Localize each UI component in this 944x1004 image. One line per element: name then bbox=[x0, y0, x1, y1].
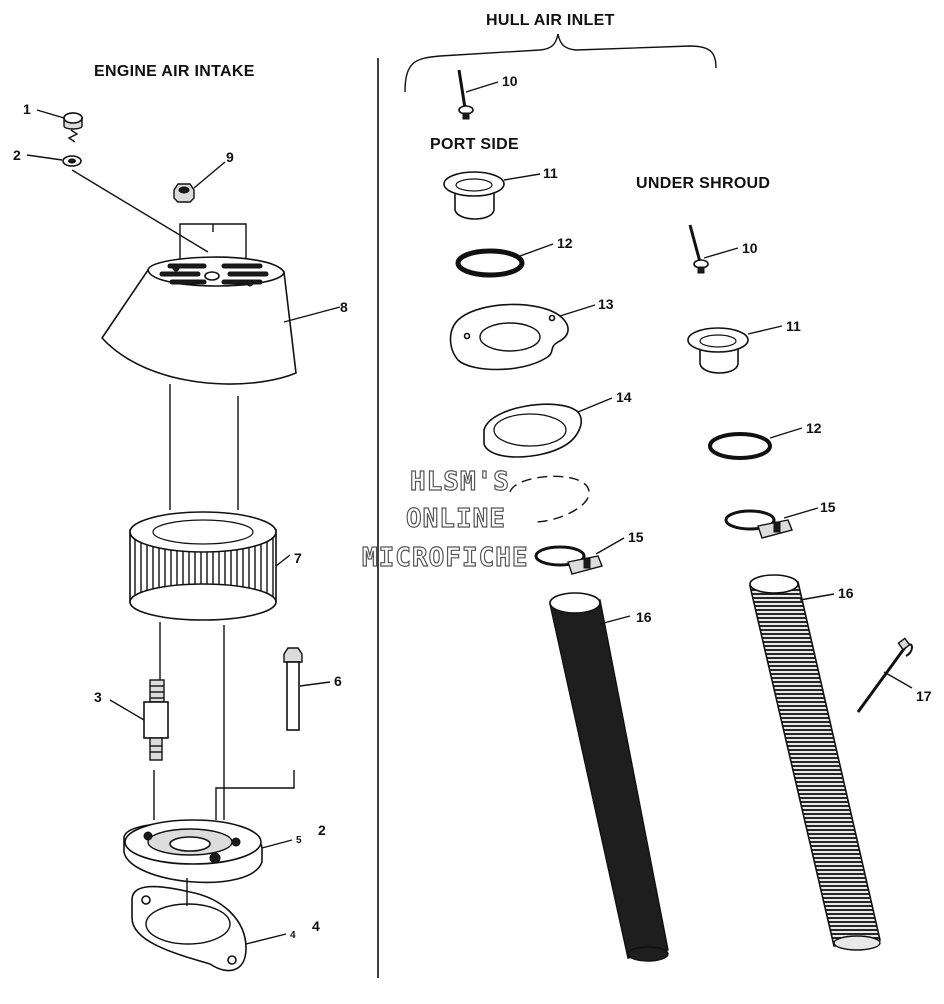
callout-3: 3 bbox=[94, 689, 102, 705]
callout-12-port: 12 bbox=[557, 235, 573, 251]
watermark-line-1: HLSM'S bbox=[410, 467, 510, 497]
part-17-cable-tie bbox=[856, 637, 913, 713]
hull-air-inlet-brace bbox=[404, 33, 717, 93]
watermark-line-2: ONLINE bbox=[406, 504, 506, 534]
part-15-hose-clamp-port bbox=[534, 545, 603, 575]
watermark: HLSM'S ONLINE MICROFICHE bbox=[361, 466, 529, 573]
callout-16-port: 16 bbox=[636, 609, 652, 625]
header-port-side: PORT SIDE bbox=[430, 136, 519, 153]
callout-14: 14 bbox=[616, 389, 632, 405]
callout-10-port: 10 bbox=[502, 73, 518, 89]
part-8-intake-cover bbox=[100, 256, 297, 385]
callout-16-shroud: 16 bbox=[838, 585, 854, 601]
part-12-gasket-ring-port bbox=[455, 248, 525, 278]
header-engine-air-intake: ENGINE AIR INTAKE bbox=[94, 63, 255, 80]
callout-17: 17 bbox=[916, 688, 932, 704]
part-16-hose-shroud bbox=[749, 574, 881, 951]
callout-15-port: 15 bbox=[628, 529, 644, 545]
hidden-ring-outline bbox=[509, 475, 590, 523]
part-10-rivet-port bbox=[457, 69, 474, 120]
part-6-bolt bbox=[283, 647, 303, 731]
part-10-rivet-shroud bbox=[688, 224, 709, 274]
callout-4-small: 4 bbox=[290, 930, 296, 941]
part-12-gasket-ring-shroud bbox=[708, 432, 772, 460]
callout-2-top: 2 bbox=[13, 147, 21, 163]
part-3-fitting bbox=[143, 679, 169, 761]
callout-4: 4 bbox=[312, 918, 320, 934]
callout-6: 6 bbox=[334, 673, 342, 689]
callout-12-shroud: 12 bbox=[806, 420, 822, 436]
callout-1: 1 bbox=[23, 101, 31, 117]
callout-10-shroud: 10 bbox=[742, 240, 758, 256]
part-16-hose-port bbox=[549, 592, 669, 962]
part-1-knob bbox=[63, 112, 83, 143]
callout-15-shroud: 15 bbox=[820, 499, 836, 515]
callout-2-bottom: 2 bbox=[318, 822, 326, 838]
callout-13: 13 bbox=[598, 296, 614, 312]
part-9-nut bbox=[173, 183, 195, 203]
callout-11-port: 11 bbox=[543, 165, 558, 181]
header-hull-air-inlet: HULL AIR INLET bbox=[486, 12, 615, 29]
part-15-hose-clamp-shroud bbox=[724, 509, 793, 539]
part-14-gasket bbox=[483, 403, 582, 458]
header-under-shroud: UNDER SHROUD bbox=[636, 175, 770, 192]
callout-9: 9 bbox=[226, 149, 234, 165]
part-5-base-plate bbox=[123, 819, 263, 884]
part-4-gasket bbox=[131, 885, 247, 972]
callout-11-shroud: 11 bbox=[786, 318, 801, 334]
callout-7: 7 bbox=[294, 550, 302, 566]
callout-8: 8 bbox=[340, 299, 348, 315]
part-7-air-filter bbox=[129, 511, 277, 621]
callout-5-small: 5 bbox=[296, 835, 302, 846]
part-11-flange-port bbox=[443, 171, 505, 220]
watermark-line-3: MICROFICHE bbox=[362, 543, 529, 573]
part-11-flange-shroud bbox=[687, 327, 749, 374]
part-13-mounting-plate bbox=[449, 303, 569, 371]
part-2-washer bbox=[62, 155, 82, 167]
